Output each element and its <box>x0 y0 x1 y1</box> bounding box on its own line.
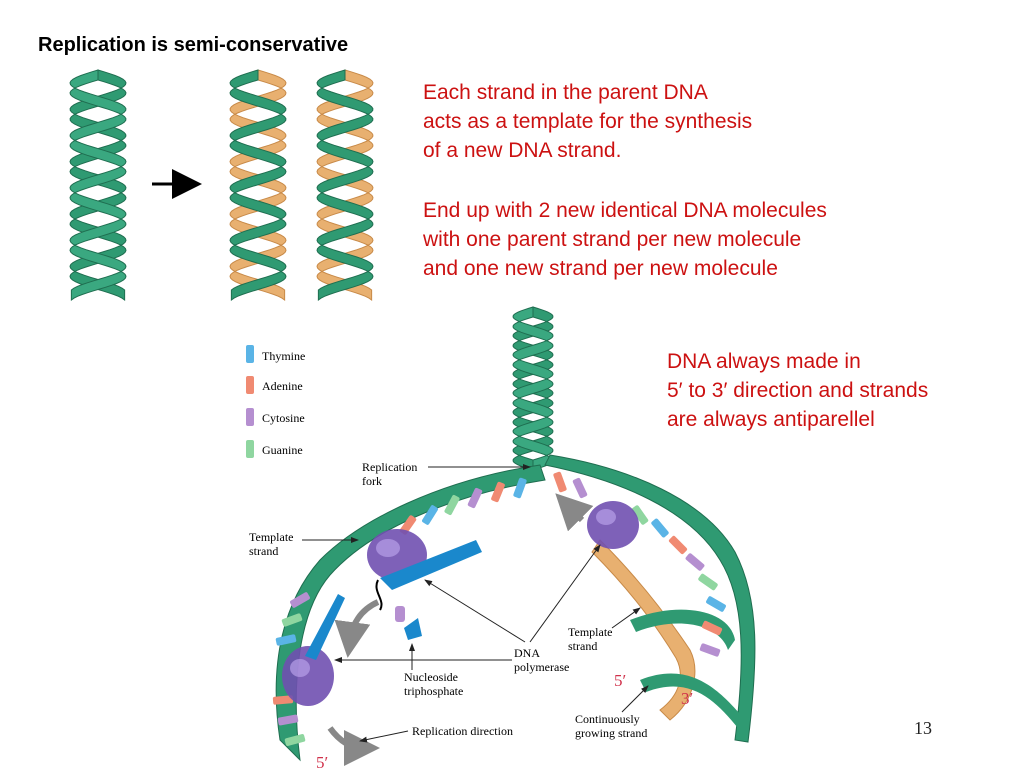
polymerase-highlight <box>376 539 400 557</box>
base-pair-rung <box>275 634 297 646</box>
five-prime-label: 5′ <box>614 671 626 690</box>
label-line: strand <box>568 639 597 653</box>
new-strand-lagging-bottom <box>305 594 345 660</box>
label-line: Nucleoside <box>404 670 458 684</box>
base-pair-rung <box>277 714 299 726</box>
legend-label: Thymine <box>262 349 305 363</box>
slide-title: Replication is semi-conservative <box>38 34 349 56</box>
daughter-helix-2 <box>316 69 374 301</box>
base-pair-rung <box>699 643 721 657</box>
legend-adenine: Adenine <box>246 376 303 394</box>
base-pair-rung <box>290 592 310 608</box>
polymerase-highlight <box>290 659 310 677</box>
fork-parent-helix <box>512 306 554 471</box>
label-replication-direction: Replication direction <box>359 724 513 743</box>
text-line: are always antiparellel <box>667 408 875 431</box>
template-strand-right <box>544 454 756 743</box>
label-template-strand-right: Template strand <box>568 607 641 653</box>
base-pair-rung <box>701 620 723 636</box>
label-line: Replication <box>362 460 417 474</box>
base-pair-rung <box>631 505 649 525</box>
text-line: acts as a template for the synthesis <box>423 110 753 133</box>
base-pair-rung <box>491 481 505 503</box>
label-line: fork <box>362 474 382 488</box>
text-line: 5′ to 3′ direction and strands <box>667 379 929 402</box>
label-line: Continuously <box>575 712 640 726</box>
base-pair-rung <box>284 733 306 747</box>
base-pair-rung <box>651 518 669 538</box>
base-pair-rung <box>706 596 726 612</box>
text-block-template: Each strand in the parent DNA acts as a … <box>423 78 752 165</box>
text-line: with one parent strand per new molecule <box>423 228 802 251</box>
base-pair-rung <box>698 573 718 591</box>
label-line: Template <box>568 625 612 639</box>
helix-crossing-right-2 <box>640 673 745 728</box>
text-line: of a new DNA strand. <box>423 139 622 162</box>
base-pair-rung <box>513 477 527 499</box>
base-pair-rung <box>467 487 483 509</box>
text-line: DNA always made in <box>667 350 861 373</box>
template-strand-left <box>275 464 546 762</box>
text-line: and one new strand per new molecule <box>423 257 778 280</box>
phosphate-tail <box>375 579 383 611</box>
polymerase-highlight <box>596 509 616 525</box>
three-prime-label: 3′ <box>681 689 693 708</box>
base-pair-rung <box>685 553 705 571</box>
base-pairs-right <box>553 471 726 657</box>
base-pair-rung <box>444 494 460 516</box>
label-line: Replication direction <box>412 724 513 738</box>
base-pair-rung <box>572 477 588 499</box>
new-strand-lagging-top <box>380 540 482 590</box>
text-block-direction: DNA always made in 5′ to 3′ direction an… <box>667 347 928 434</box>
label-nucleoside-triphosphate: Nucleoside triphosphate <box>404 643 463 698</box>
label-line: growing strand <box>575 726 647 740</box>
legend-label: Cytosine <box>262 411 305 425</box>
base-pair-rung <box>422 505 438 525</box>
nucleoside-triphosphate-icon <box>404 618 422 640</box>
text-line: End up with 2 new identical DNA molecule… <box>423 199 827 222</box>
base-pair-rung <box>272 695 294 705</box>
nucleotide-icon <box>395 606 405 622</box>
base-legend: Thymine Adenine Cytosine Guanine <box>246 345 305 458</box>
five-prime-label: 5′ <box>316 753 328 772</box>
text-line: Each strand in the parent DNA <box>423 81 708 104</box>
page-number: 13 <box>914 718 932 738</box>
label-line: Template <box>249 530 293 544</box>
label-continuously-growing: Continuously growing strand <box>575 685 649 740</box>
legend-guanine: Guanine <box>246 440 303 458</box>
legend-label: Guanine <box>262 443 303 457</box>
label-line: DNA <box>514 646 540 660</box>
parent-helix <box>69 69 127 301</box>
text-block-result: End up with 2 new identical DNA molecule… <box>423 196 827 283</box>
label-line: polymerase <box>514 660 569 674</box>
direction-arrow-3 <box>555 493 594 532</box>
label-line: triphosphate <box>404 684 463 698</box>
direction-arrow-2 <box>327 726 380 766</box>
legend-cytosine: Cytosine <box>246 408 305 426</box>
label-replication-fork: Replication fork <box>362 460 531 488</box>
base-pair-rung <box>668 535 688 555</box>
helix-crossing-right <box>630 609 735 650</box>
legend-thymine: Thymine <box>246 345 305 363</box>
legend-label: Adenine <box>262 379 303 393</box>
base-pair-rung <box>553 471 567 493</box>
label-line: strand <box>249 544 278 558</box>
daughter-helix-1 <box>229 69 287 301</box>
direction-arrow-1 <box>334 599 380 658</box>
label-dna-polymerase: DNA polymerase <box>334 544 601 674</box>
base-pair-rung <box>281 613 303 627</box>
polymerase-right <box>587 501 639 549</box>
label-template-strand-left: Template strand <box>249 530 359 558</box>
